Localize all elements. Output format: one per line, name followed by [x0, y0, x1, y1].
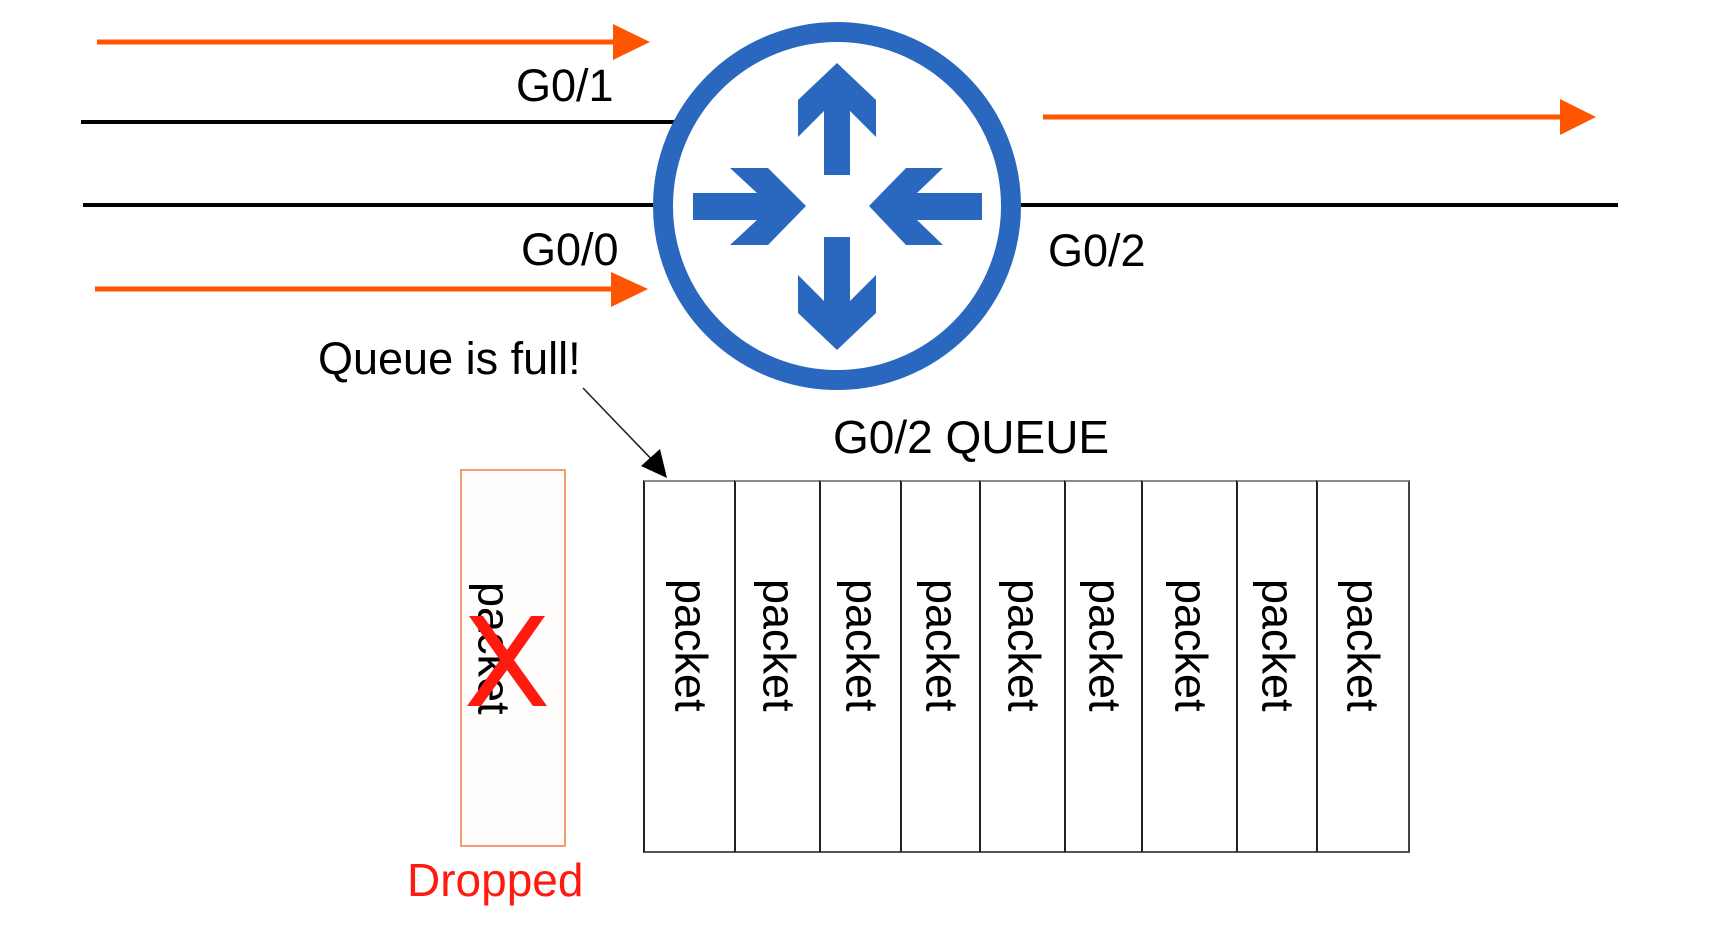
queue-packet: packet — [1141, 480, 1238, 853]
dropped-label: Dropped — [407, 854, 584, 906]
arrow-down-icon — [798, 237, 876, 350]
arrow-up-icon — [798, 63, 876, 175]
arrow-right-icon — [693, 168, 806, 245]
queue-full-annotation: Queue is full! — [318, 333, 581, 384]
queue-title: G0/2 QUEUE — [833, 411, 1110, 463]
queue-packet-label: packet — [665, 579, 716, 712]
traffic-arrow-g0-2-icon — [1043, 99, 1596, 135]
queue-packet: packet — [979, 480, 1066, 853]
queue-packet: packet — [643, 480, 736, 853]
queue-packet: packet — [1236, 480, 1318, 853]
queue-packet-label: packet — [998, 579, 1049, 712]
queue-packet: packet — [819, 480, 902, 853]
queue-packet: packet — [1064, 480, 1143, 853]
queue-packet-label: packet — [753, 579, 804, 712]
queue-packet: packet — [900, 480, 981, 853]
router-icon[interactable] — [653, 22, 1021, 390]
queue-packet: packet — [734, 480, 821, 853]
queue-packet-label: packet — [836, 579, 887, 712]
red-x-icon — [467, 616, 547, 706]
queue-packet: packet — [1316, 480, 1410, 853]
queue-packet-label: packet — [1337, 579, 1389, 712]
interface-label-g0-1: G0/1 — [516, 60, 614, 111]
queue-packet-label: packet — [916, 579, 967, 712]
queue-packet-label: packet — [1165, 579, 1216, 712]
queue-packet-label: packet — [1079, 579, 1130, 712]
interface-label-g0-2: G0/2 — [1048, 225, 1146, 276]
traffic-arrow-g0-0-icon — [95, 272, 648, 307]
queue-full-callout-arrow-icon — [582, 387, 667, 478]
queue-packet-label: packet — [1252, 579, 1304, 712]
arrow-left-icon — [869, 168, 982, 245]
interface-label-g0-0: G0/0 — [521, 224, 619, 275]
traffic-arrow-g0-1-icon — [97, 24, 650, 60]
